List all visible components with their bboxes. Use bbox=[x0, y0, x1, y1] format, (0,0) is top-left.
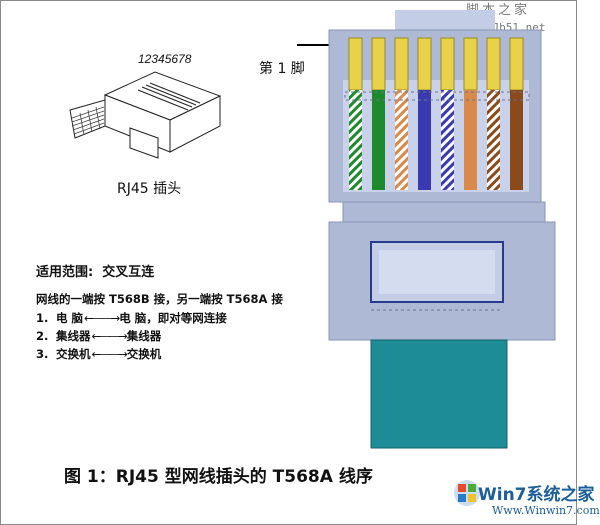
logo-url: Www.Winwin7.com bbox=[492, 504, 600, 517]
gold-contacts bbox=[348, 37, 524, 91]
list-item: 1. 电 脑 ←——→ 电 脑，即对等网连接 bbox=[36, 309, 227, 327]
rj45-plug-diagram bbox=[328, 10, 556, 449]
bidirectional-arrow-icon: ←——→ bbox=[91, 329, 128, 343]
connection-list: 1. 电 脑 ←——→ 电 脑，即对等网连接 2. 集线器 ←——→ 集线器 3… bbox=[36, 309, 227, 363]
bidirectional-arrow-icon: ←——→ bbox=[91, 347, 128, 361]
list-item-number: 2. bbox=[36, 329, 49, 343]
bidirectional-arrow-icon: ←——→ bbox=[84, 311, 120, 325]
list-item-right: 交换机 bbox=[126, 347, 162, 361]
scope-value: 交叉互连 bbox=[102, 265, 155, 280]
pin1-label: 第 1 脚 bbox=[259, 61, 305, 77]
windows-logo-icon bbox=[454, 480, 480, 506]
list-item-number: 1. bbox=[36, 311, 49, 325]
rj45-plug-sketch bbox=[69, 71, 222, 159]
scope-block: 适用范围: 交叉互连 bbox=[36, 261, 154, 280]
list-item-number: 3. bbox=[36, 347, 49, 361]
wiring-note: 网线的一端按 T568B 接，另一端按 T568A 接 bbox=[36, 292, 283, 306]
list-item: 3. 交换机 ←——→ 交换机 bbox=[36, 345, 227, 363]
rj45-plug-label: RJ45 插头 bbox=[117, 181, 182, 197]
logo-name: Win7系统之家 bbox=[478, 485, 595, 505]
list-item-left: 集线器 bbox=[56, 329, 91, 343]
scope-title: 适用范围: bbox=[36, 265, 94, 280]
list-item: 2. 集线器 ←——→ 集线器 bbox=[36, 327, 227, 345]
wires bbox=[349, 90, 523, 190]
list-item-right: 电 脑，即对等网连接 bbox=[119, 311, 227, 325]
figure-caption: 图 1：RJ45 型网线插头的 T568A 线序 bbox=[64, 467, 373, 487]
list-item-right: 集线器 bbox=[126, 329, 162, 343]
list-item-left: 交换机 bbox=[56, 347, 91, 361]
list-item-left: 电 脑 bbox=[56, 311, 84, 325]
pin-number-labels: 12345678 bbox=[138, 52, 192, 66]
